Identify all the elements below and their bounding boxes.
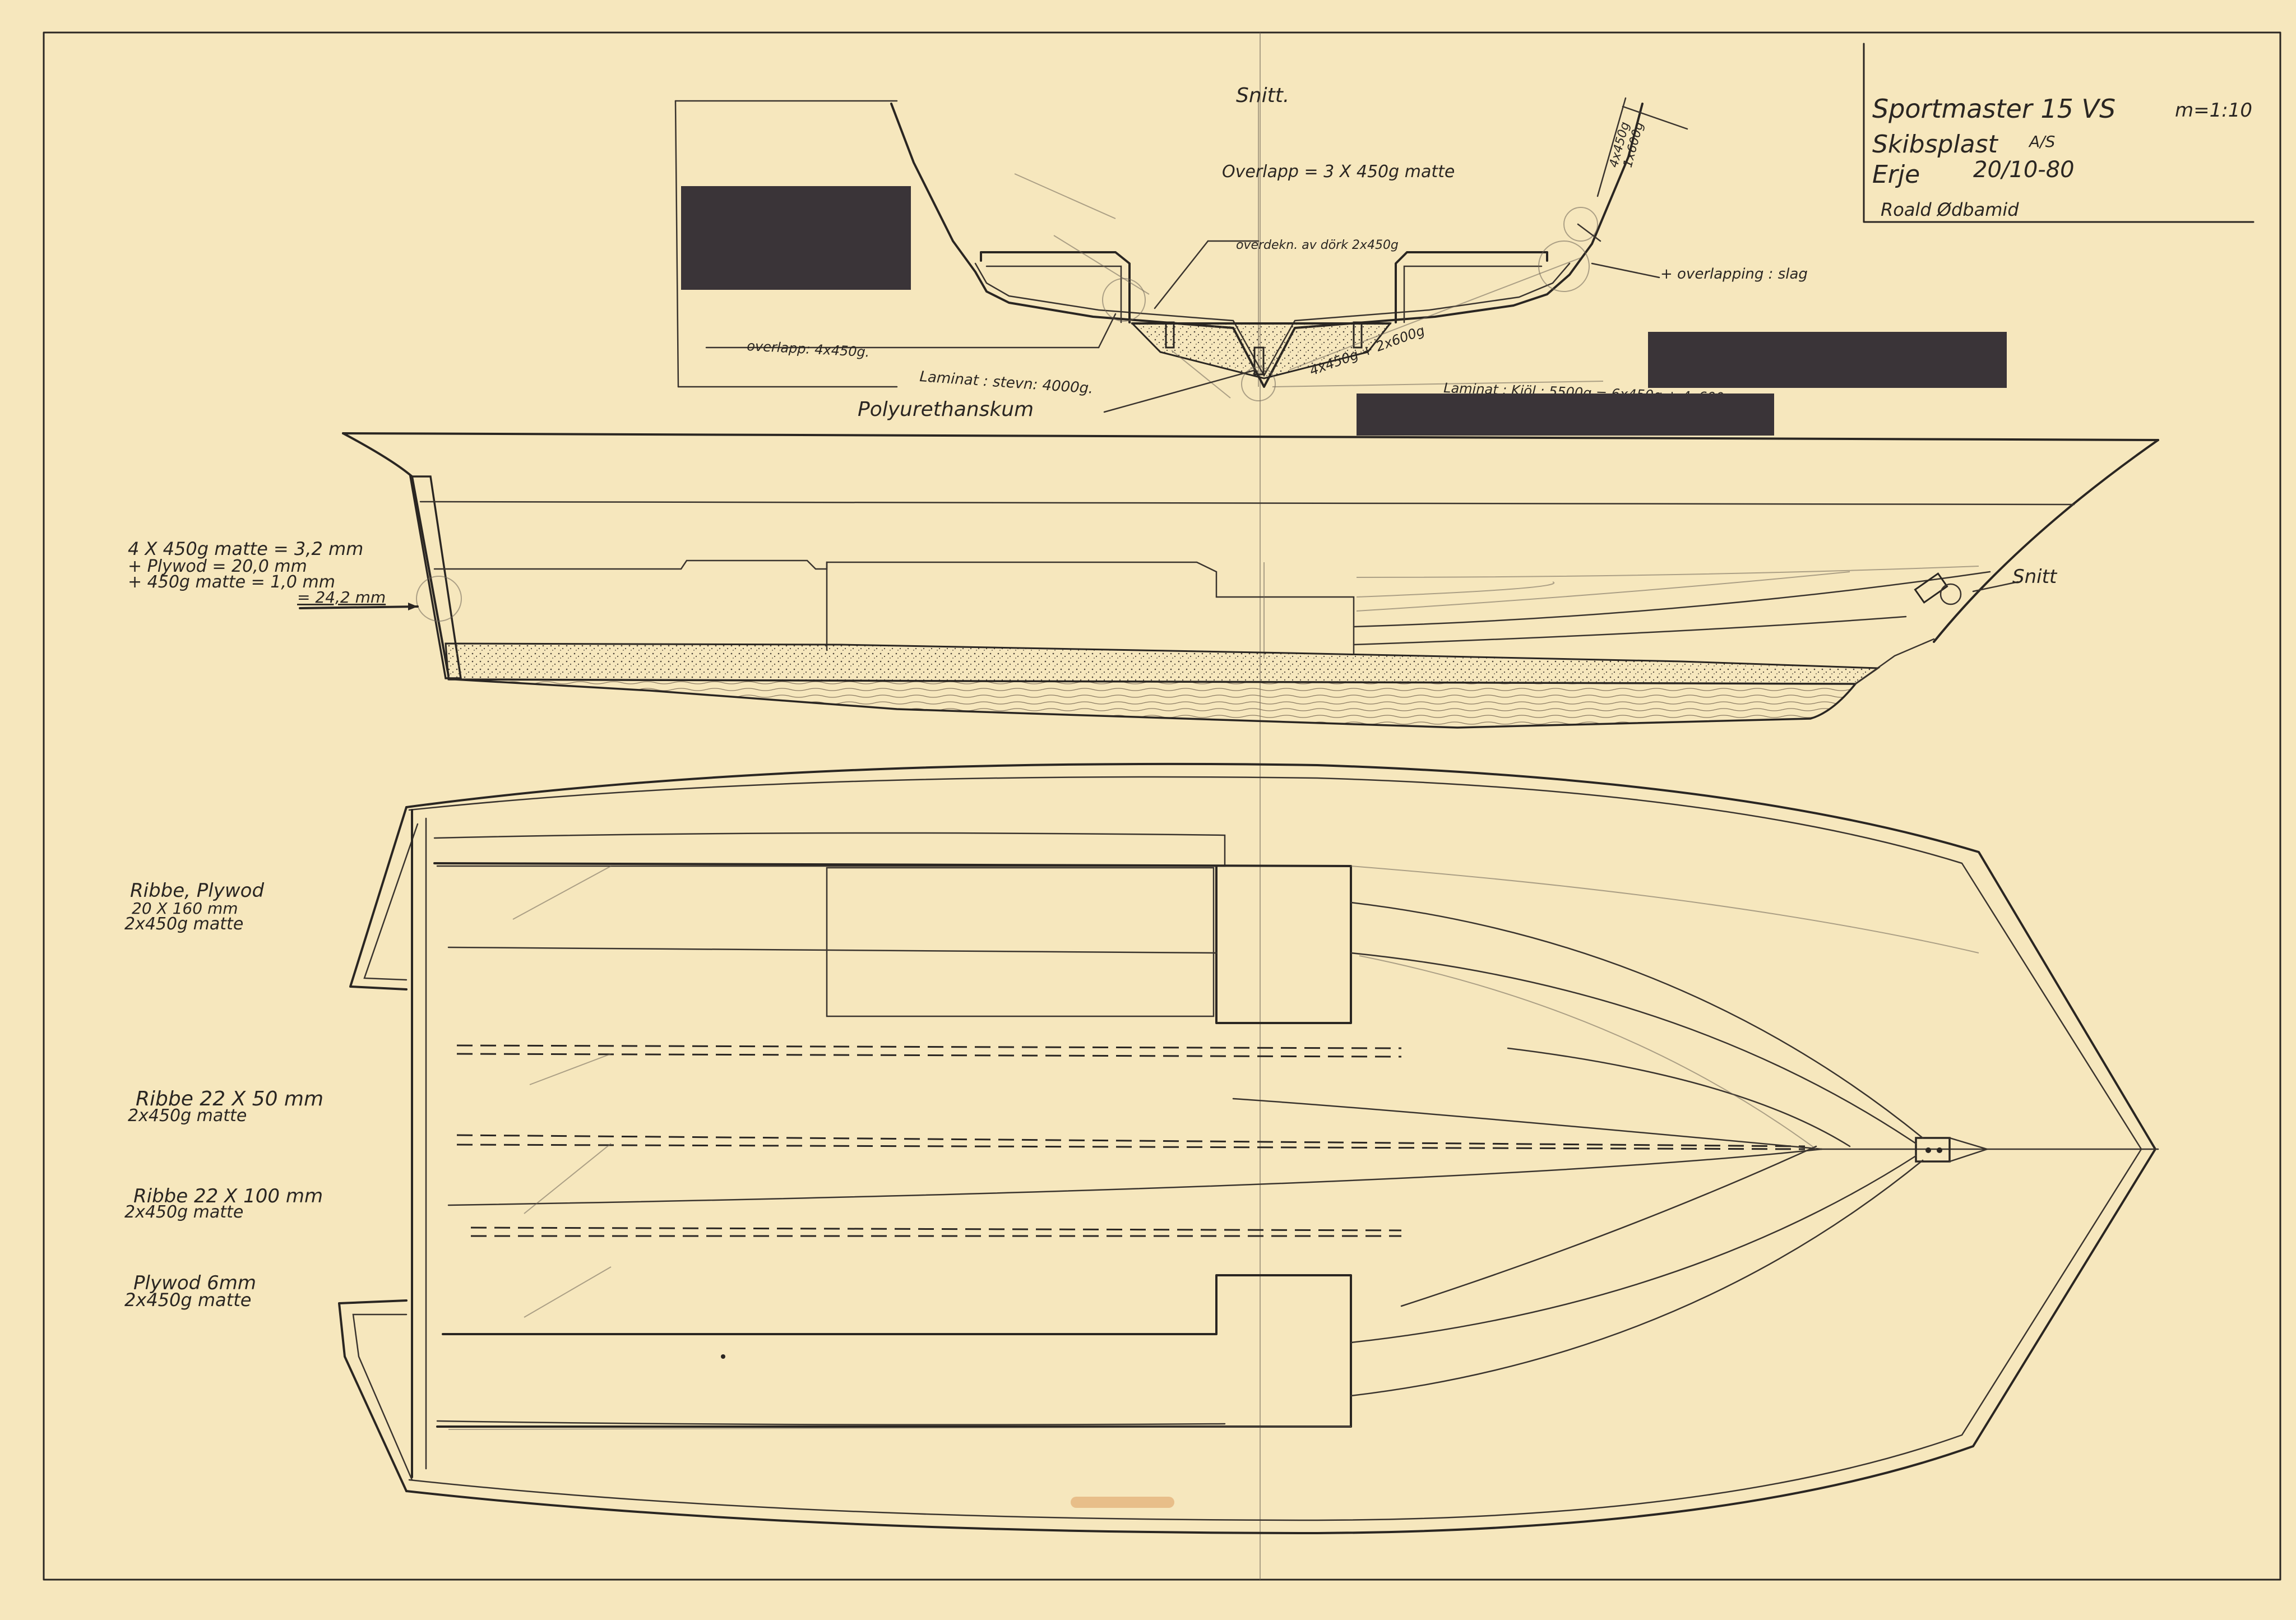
overlap-top-label: Overlapp = 3 X 450g matte: [1222, 162, 1455, 182]
scale-text: m=1:10: [2175, 99, 2252, 122]
redaction-box: [1648, 332, 2007, 388]
rib-100-label-2: 2x450g matte: [124, 1202, 243, 1222]
rib-plywod-label-3: 2x450g matte: [124, 914, 243, 934]
paper-stain: [1071, 1497, 1174, 1508]
company-text: Skibsplast: [1872, 130, 1999, 159]
rib-dashed: [456, 1144, 1806, 1150]
rib-50-label-2: 2x450g matte: [128, 1106, 247, 1126]
polyurethane-label: Polyurethanskum: [858, 398, 1034, 421]
section-title: Snitt.: [1236, 84, 1289, 107]
console-top: [826, 867, 1215, 1017]
profile-view: 4 X 450g matte = 3,2 mm + Plywod = 20,0 …: [128, 432, 2159, 729]
sheer-line: [342, 432, 2159, 441]
bow-eye: [1915, 1137, 1951, 1163]
title-text: Sportmaster 15 VS: [1872, 94, 2116, 124]
transom-spec-3: + 450g matte = 1,0 mm: [128, 572, 335, 592]
overdekk-label: overdekn. av dörk 2x450g: [1236, 238, 1399, 252]
rib-plywod-label-1: Ribbe, Plywod: [130, 880, 264, 902]
hull-section-outer: [890, 103, 1644, 388]
keel-bottom: [448, 678, 1858, 729]
plywood-6-label-1: Plywod 6mm: [133, 1272, 256, 1294]
redaction-box: [681, 186, 911, 290]
place-text: Erje: [1872, 160, 1920, 189]
rib-dashed: [456, 1134, 1806, 1147]
title-block: Sportmaster 15 VS m=1:10 Skibsplast A/S …: [1863, 43, 2255, 223]
plan-view: Ribbe, Plywod 20 X 160 mm 2x450g matte R…: [124, 762, 2159, 1534]
redaction-box: [1357, 394, 1774, 436]
rib-plywod-label-2: 20 X 160 mm: [132, 899, 238, 918]
drawing-border: [43, 31, 2281, 1581]
overlapping-slag-label: + overlapping : slag: [1660, 266, 1808, 283]
rib-50-label-1: Ribbe 22 X 50 mm: [136, 1087, 323, 1110]
rib-dashed: [456, 1053, 1402, 1058]
rib-dashed: [456, 1044, 1402, 1049]
transom-spec-2: + Plywod = 20,0 mm: [128, 557, 307, 576]
plywood-6-label-2: 2x450g matte: [124, 1289, 251, 1311]
rib-dashed: [470, 1226, 1402, 1232]
date-text: 20/10-80: [1973, 157, 2075, 183]
company-suffix: A/S: [2028, 132, 2055, 151]
snitt-marker: Snitt: [2012, 566, 2058, 588]
transom-spec-1: 4 X 450g matte = 3,2 mm: [128, 538, 363, 559]
signature: Roald Ødbamid: [1881, 199, 2019, 220]
transom-total: = 24,2 mm: [297, 588, 386, 607]
stem-line: [1933, 439, 2159, 643]
rib-100-label-1: Ribbe 22 X 100 mm: [133, 1185, 323, 1207]
